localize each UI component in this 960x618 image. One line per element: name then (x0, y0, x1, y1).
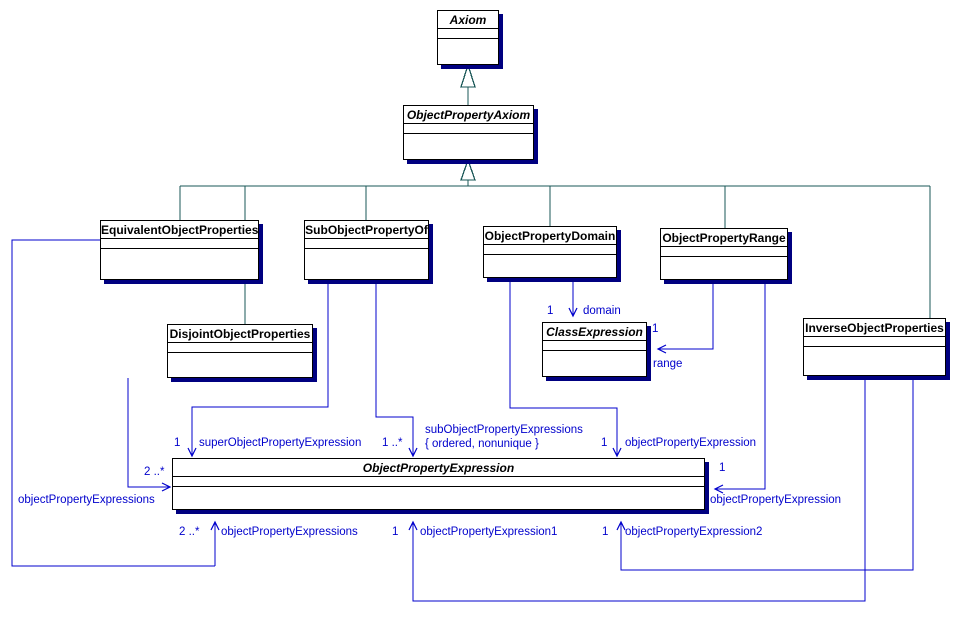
label-object-property-expression1-role: objectPropertyExpression1 (420, 526, 558, 538)
class-box-disjoint-object-properties[interactable]: DisjointObjectProperties (167, 324, 313, 378)
class-operations-compartment (438, 39, 498, 64)
label-domain-object-property-expression-role: objectPropertyExpression (625, 437, 757, 449)
label-equivalent-object-properties-role: objectPropertyExpressions (18, 494, 155, 506)
class-attributes-compartment (804, 337, 945, 347)
class-operations-compartment (305, 249, 428, 279)
class-title-inverse-object-properties: InverseObjectProperties (804, 321, 945, 337)
class-title-object-property-expression: ObjectPropertyExpression (173, 459, 704, 477)
label-sub-object-property-expressions-role: subObjectPropertyExpressions (425, 424, 583, 436)
class-title-object-property-axiom: ObjectPropertyAxiom (404, 106, 533, 124)
label-object-property-expression2-role: objectPropertyExpression2 (625, 526, 763, 538)
label-sub-object-property-expressions-constraint: { ordered, nonunique } (425, 438, 539, 450)
label-range-role: range (653, 358, 683, 370)
class-attributes-compartment (484, 245, 616, 255)
label-range-object-property-expression-multiplicity: 1 (719, 462, 726, 474)
label-disjoint-object-properties-role: objectPropertyExpressions (221, 526, 358, 538)
class-title-class-expression: ClassExpression (543, 323, 646, 341)
class-operations-compartment (661, 257, 787, 279)
class-title-disjoint-object-properties: DisjointObjectProperties (168, 327, 312, 343)
class-attributes-compartment (543, 341, 646, 351)
class-title-object-property-range: ObjectPropertyRange (661, 231, 787, 247)
class-box-class-expression[interactable]: ClassExpression (542, 322, 647, 377)
label-domain-role: domain (583, 305, 621, 317)
class-attributes-compartment (404, 124, 533, 134)
label-super-object-property-expression-role: superObjectPropertyExpression (199, 437, 362, 449)
class-attributes-compartment (305, 239, 428, 249)
class-box-object-property-axiom[interactable]: ObjectPropertyAxiom (403, 105, 534, 160)
label-disjoint-object-properties-multiplicity: 2 ..* (179, 526, 200, 538)
class-box-object-property-domain[interactable]: ObjectPropertyDomain (483, 226, 617, 278)
class-attributes-compartment (101, 239, 258, 249)
class-operations-compartment (101, 249, 258, 279)
class-title-sub-object-property-of: SubObjectPropertyOf (305, 223, 428, 239)
class-title-object-property-domain: ObjectPropertyDomain (484, 229, 616, 245)
class-operations-compartment (168, 353, 312, 377)
class-attributes-compartment (438, 29, 498, 39)
label-range-multiplicity: 1 (652, 323, 659, 335)
class-attributes-compartment (168, 343, 312, 353)
label-domain-multiplicity: 1 (547, 305, 554, 317)
label-sub-object-property-expressions-multiplicity: 1 ..* (382, 437, 403, 449)
class-operations-compartment (543, 351, 646, 376)
class-box-object-property-range[interactable]: ObjectPropertyRange (660, 228, 788, 280)
class-box-sub-object-property-of[interactable]: SubObjectPropertyOf (304, 220, 429, 280)
class-box-object-property-expression[interactable]: ObjectPropertyExpression (172, 458, 705, 510)
label-equivalent-object-properties-multiplicity: 2 ..* (144, 466, 165, 478)
class-box-axiom[interactable]: Axiom (437, 10, 499, 65)
class-box-equivalent-object-properties[interactable]: EquivalentObjectProperties (100, 220, 259, 280)
class-box-inverse-object-properties[interactable]: InverseObjectProperties (803, 318, 946, 376)
label-object-property-expression2-multiplicity: 1 (602, 526, 609, 538)
class-operations-compartment (404, 134, 533, 159)
label-domain-object-property-expression-multiplicity: 1 (601, 437, 608, 449)
class-title-equivalent-object-properties: EquivalentObjectProperties (101, 223, 258, 239)
class-attributes-compartment (661, 247, 787, 257)
label-super-object-property-expression-multiplicity: 1 (174, 437, 181, 449)
class-operations-compartment (173, 487, 704, 509)
label-range-object-property-expression-role: objectPropertyExpression (710, 494, 842, 506)
label-object-property-expression1-multiplicity: 1 (392, 526, 399, 538)
class-operations-compartment (484, 255, 616, 277)
class-operations-compartment (804, 347, 945, 375)
class-title-axiom: Axiom (438, 11, 498, 29)
class-attributes-compartment (173, 477, 704, 487)
